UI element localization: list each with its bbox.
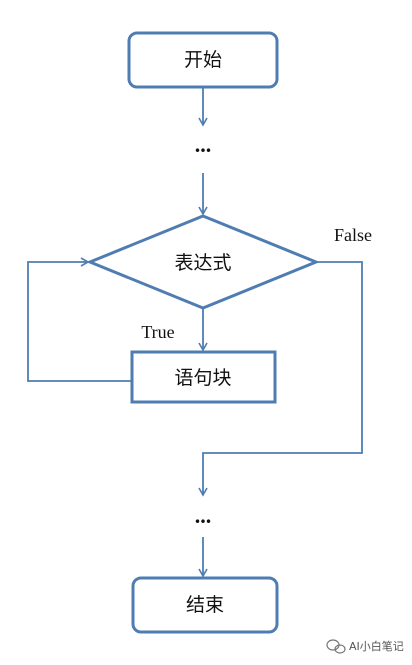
wechat-icon (326, 639, 346, 654)
loop-back-line (27, 257, 132, 382)
dots-bottom: ... (195, 503, 212, 528)
watermark: AI小白笔记 (326, 639, 404, 654)
end-node (131, 576, 279, 634)
false-label: False (334, 225, 372, 245)
block-node (130, 350, 277, 404)
block-label: 语句块 (174, 367, 231, 389)
condition-label: 表达式 (174, 252, 231, 274)
true-label: True (141, 322, 174, 342)
end-label: 结束 (186, 594, 224, 616)
start-label: 开始 (184, 49, 222, 71)
false-path-line (198, 261, 363, 497)
dots-top: ... (195, 132, 212, 157)
watermark-text: AI小白笔记 (349, 639, 404, 653)
